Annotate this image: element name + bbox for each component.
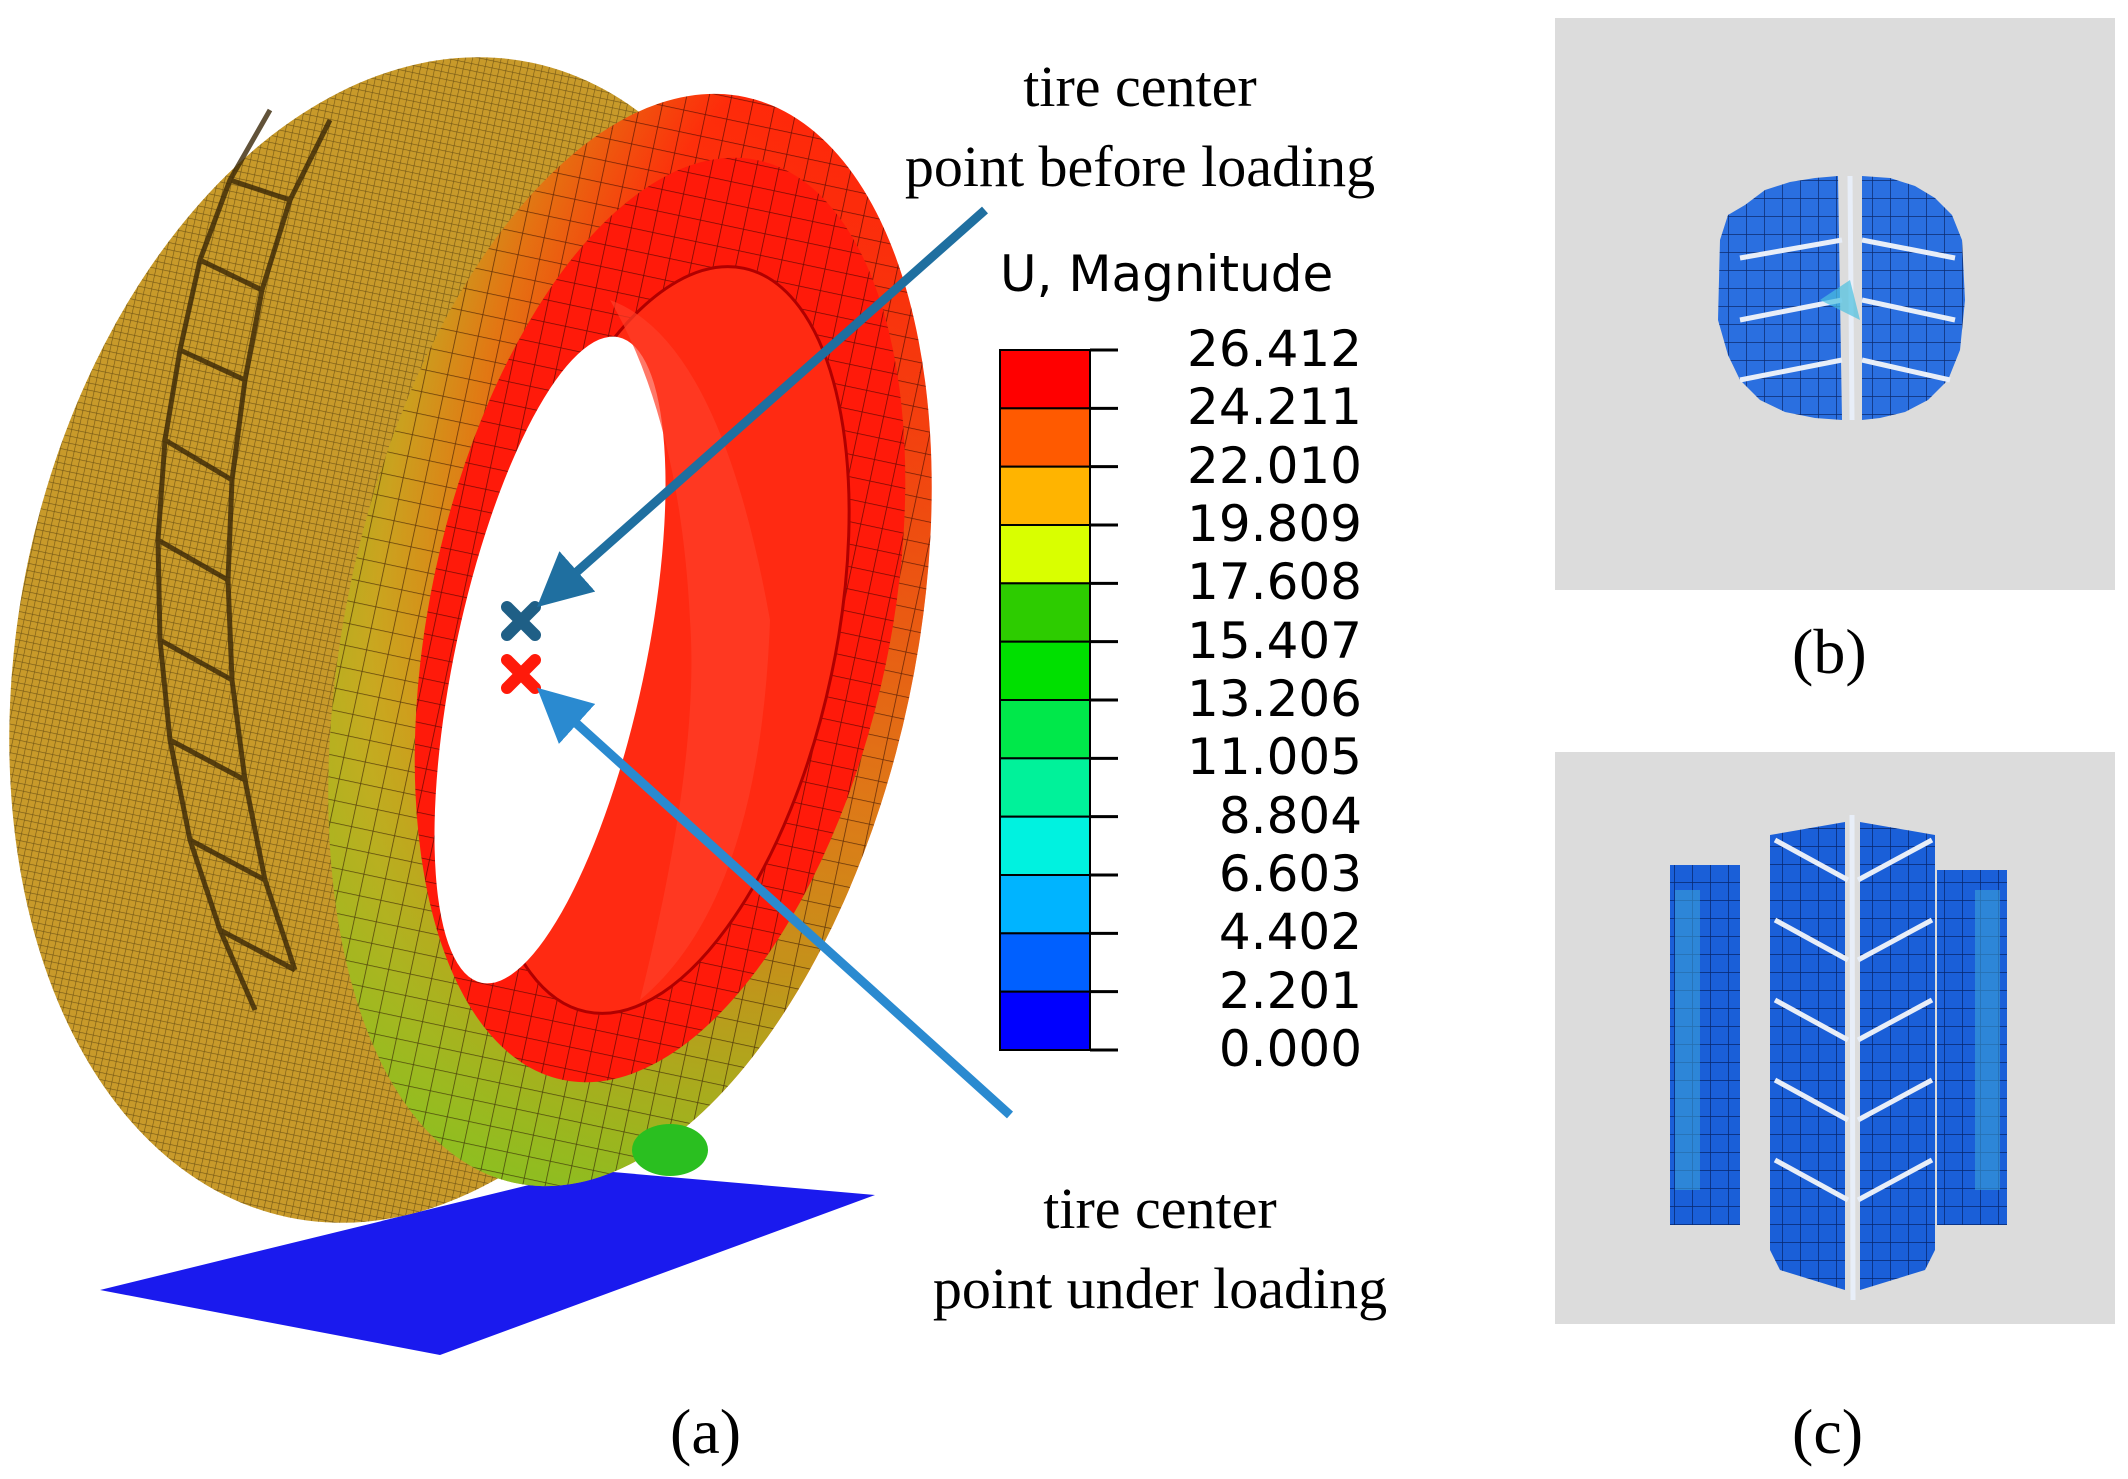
center-before-marker bbox=[501, 601, 541, 641]
legend-value: 24.211 bbox=[1187, 378, 1362, 437]
tread-grooves bbox=[155, 108, 333, 1012]
legend-title: U, Magnitude bbox=[1000, 245, 1334, 303]
ground-plate bbox=[100, 1170, 875, 1355]
legend-value: 17.608 bbox=[1187, 553, 1362, 612]
legend-swatch bbox=[999, 524, 1091, 585]
annotation-under-line1: tire center bbox=[1043, 1176, 1277, 1241]
center-under-marker bbox=[501, 654, 541, 694]
annotation-before-line1: tire center bbox=[1023, 54, 1257, 119]
annotation-before-line2: point before loading bbox=[904, 134, 1376, 199]
view-c bbox=[1555, 752, 2115, 1324]
legend-swatch bbox=[999, 990, 1091, 1052]
legend-value: 19.809 bbox=[1187, 495, 1362, 553]
legend-swatch bbox=[999, 815, 1091, 877]
legend-value: 13.206 bbox=[1187, 670, 1362, 728]
legend-value: 2.201 bbox=[1218, 961, 1362, 1020]
footprint-large bbox=[1670, 814, 2007, 1301]
legend-value: 8.804 bbox=[1218, 786, 1362, 845]
legend-value: 15.407 bbox=[1187, 611, 1362, 670]
view-b bbox=[1555, 18, 2115, 590]
panel-label-b: (b) bbox=[1792, 616, 1867, 687]
panel-label-c: (c) bbox=[1792, 1396, 1864, 1467]
legend-value: 11.005 bbox=[1187, 728, 1362, 787]
contact-patch bbox=[632, 1124, 708, 1176]
legend-value: 22.010 bbox=[1187, 436, 1362, 495]
legend-color-bar bbox=[999, 348, 1118, 1052]
legend-value: 0.000 bbox=[1218, 1020, 1362, 1078]
footprint-small bbox=[1718, 175, 1965, 421]
legend-value: 6.603 bbox=[1218, 845, 1362, 903]
legend-swatch bbox=[999, 640, 1091, 702]
legend-swatch bbox=[999, 349, 1091, 410]
rim-opening bbox=[434, 336, 666, 984]
legend-value: 26.412 bbox=[1187, 320, 1362, 378]
arrow-under bbox=[536, 687, 1014, 1119]
panel-label-a: (a) bbox=[670, 1396, 742, 1467]
legend-value: 4.402 bbox=[1218, 903, 1362, 962]
legend-swatch bbox=[999, 874, 1091, 935]
legend-swatch bbox=[999, 407, 1091, 468]
legend-swatch bbox=[999, 757, 1091, 818]
annotation-under-line2: point under loading bbox=[932, 1256, 1388, 1321]
legend-swatch bbox=[999, 699, 1091, 760]
legend-swatch bbox=[999, 465, 1091, 526]
legend-swatch bbox=[999, 582, 1091, 643]
arrow-before bbox=[536, 206, 988, 608]
legend-swatch bbox=[999, 932, 1091, 993]
